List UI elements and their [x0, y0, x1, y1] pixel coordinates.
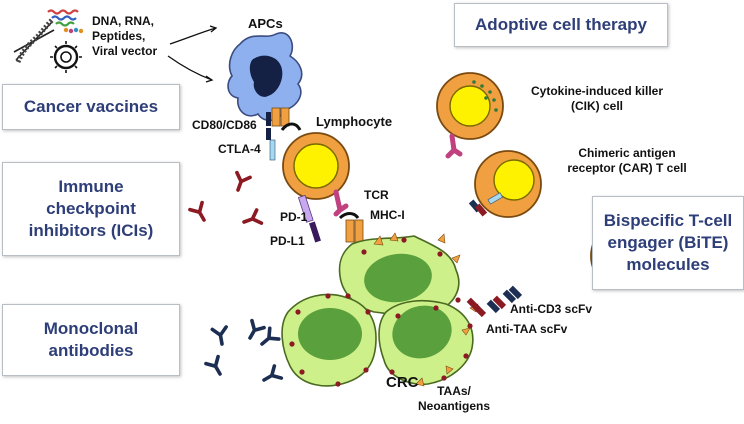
cancer-vaccines-box: Cancer vaccines	[2, 84, 180, 130]
apc-cell	[227, 32, 303, 122]
car-t-label: Chimeric antigen receptor (CAR) T cell	[567, 146, 687, 175]
monoclonal-antibodies	[204, 318, 284, 388]
mhc1-label: MHC-I	[370, 208, 405, 222]
tumor-dots	[289, 237, 473, 387]
viral-vector-icon	[50, 41, 82, 73]
apcs-label: APCs	[248, 16, 283, 31]
checkpoint-antibodies	[188, 170, 264, 231]
tumor-cell-right	[378, 299, 474, 385]
tumor-cell-top	[338, 235, 460, 317]
pdl1-mhc-tcr	[309, 212, 364, 243]
taas-neoantigens-label: TAAs/ Neoantigens	[418, 384, 491, 413]
ctla4-label: CTLA-4	[218, 142, 261, 156]
receptor-bonds	[266, 107, 302, 161]
anti-cd3-label: Anti-CD3 scFv	[510, 302, 593, 316]
antigen-sources-label: DNA, RNA, Peptides, Viral vector	[92, 14, 158, 58]
anti-taa-label: Anti-TAA scFv	[486, 322, 568, 336]
lymphocyte-label: Lymphocyte	[316, 114, 393, 129]
bite-box: Bispecific T-cell engager (BiTE) molecul…	[592, 196, 744, 290]
rna-peptide-strands-icon	[47, 9, 84, 34]
lymphocyte-cell	[282, 132, 350, 223]
icis-box: Immune checkpoint inhibitors (ICIs)	[2, 162, 180, 256]
pd1-label: PD-1	[280, 210, 308, 224]
tumor-cell-left	[281, 293, 377, 387]
tcr-label: TCR	[364, 188, 389, 202]
dna-helix-icon	[13, 18, 55, 64]
tumor-antigen-triangles	[373, 232, 479, 387]
pdl1-label: PD-L1	[270, 234, 305, 248]
cd80-cd86-label: CD80/CD86	[192, 118, 257, 132]
crc-label: CRC	[386, 374, 419, 391]
cik-label: Cytokine-induced killer (CIK) cell	[530, 84, 664, 113]
cik-cell	[436, 72, 504, 159]
bite-molecules	[466, 285, 523, 318]
adoptive-cell-therapy-box: Adoptive cell therapy	[454, 3, 668, 47]
monoclonal-antibodies-box: Monoclonal antibodies	[2, 304, 180, 376]
car-t-cell	[468, 150, 542, 218]
